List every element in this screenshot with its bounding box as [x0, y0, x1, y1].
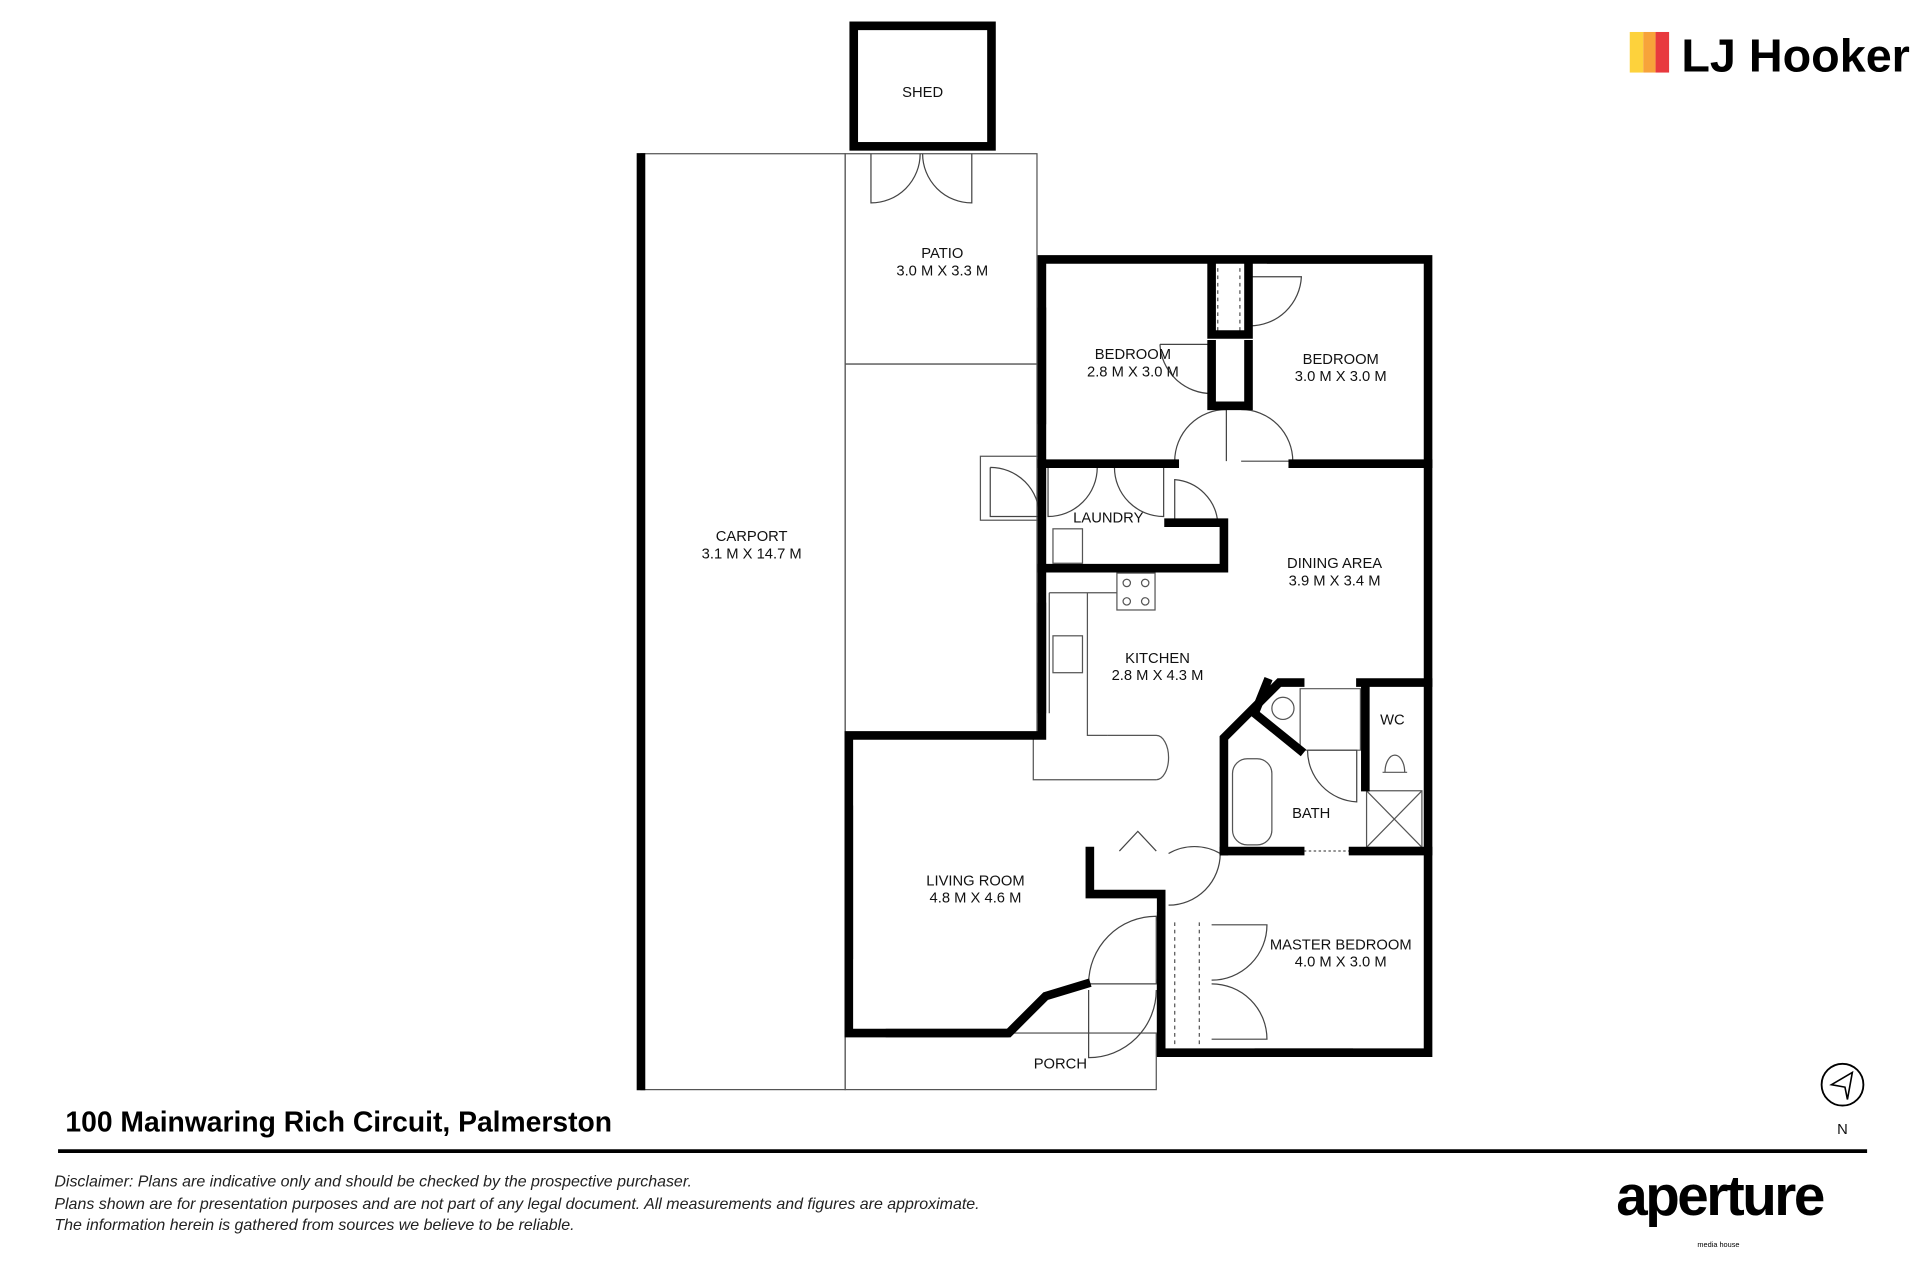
aperture-logo: aperture media house	[1616, 1164, 1826, 1249]
room-bath: BATH	[1292, 806, 1330, 822]
svg-text:2.8 M X 3.0 M: 2.8 M X 3.0 M	[1087, 364, 1179, 380]
svg-text:3.1 M X 14.7 M: 3.1 M X 14.7 M	[702, 546, 802, 562]
room-master-bedroom: MASTER BEDROOM	[1270, 937, 1412, 953]
room-carport: CARPORT	[716, 529, 788, 545]
svg-text:3.9 M X 3.4 M: 3.9 M X 3.4 M	[1289, 573, 1381, 589]
svg-text:3.0 M X 3.3 M: 3.0 M X 3.3 M	[896, 263, 988, 279]
room-bedroom-1: BEDROOM	[1095, 347, 1171, 363]
svg-text:LJ Hooker: LJ Hooker	[1681, 29, 1909, 81]
svg-text:3.0 M X 3.0 M: 3.0 M X 3.0 M	[1295, 369, 1387, 385]
svg-text:The information herein is gath: The information herein is gathered from …	[54, 1217, 574, 1234]
room-bedroom-2: BEDROOM	[1303, 352, 1379, 368]
svg-text:aperture: aperture	[1616, 1164, 1824, 1227]
disclaimer: Disclaimer: Plans are indicative only an…	[54, 1174, 979, 1234]
lj-hooker-logo: LJ Hooker	[1629, 29, 1910, 81]
svg-text:2.8 M X 4.3 M: 2.8 M X 4.3 M	[1112, 668, 1204, 684]
room-wc: WC	[1380, 712, 1405, 728]
svg-text:N: N	[1837, 1122, 1848, 1138]
svg-text:Disclaimer: Plans are indicati: Disclaimer: Plans are indicative only an…	[54, 1174, 692, 1191]
room-porch: PORCH	[1034, 1057, 1087, 1073]
svg-text:media house: media house	[1697, 1240, 1739, 1249]
walls	[636, 21, 1433, 1091]
room-kitchen: KITCHEN	[1125, 651, 1190, 667]
room-labels: SHED PATIO 3.0 M X 3.3 M BEDROOM 2.8 M X…	[702, 85, 1412, 1073]
svg-text:Plans shown are for presentati: Plans shown are for presentation purpose…	[54, 1196, 979, 1213]
svg-text:4.8 M X 4.6 M: 4.8 M X 4.6 M	[930, 891, 1022, 907]
room-living: LIVING ROOM	[926, 873, 1024, 889]
room-dining: DINING AREA	[1287, 556, 1382, 572]
svg-text:4.0 M X 3.0 M: 4.0 M X 3.0 M	[1295, 955, 1387, 971]
property-address: 100 Mainwaring Rich Circuit, Palmerston	[65, 1105, 612, 1137]
room-patio: PATIO	[921, 246, 963, 262]
doors	[870, 153, 1358, 1059]
north-compass-icon: N	[1820, 1062, 1865, 1138]
room-shed: SHED	[902, 85, 943, 101]
room-laundry: LAUNDRY	[1073, 511, 1143, 527]
